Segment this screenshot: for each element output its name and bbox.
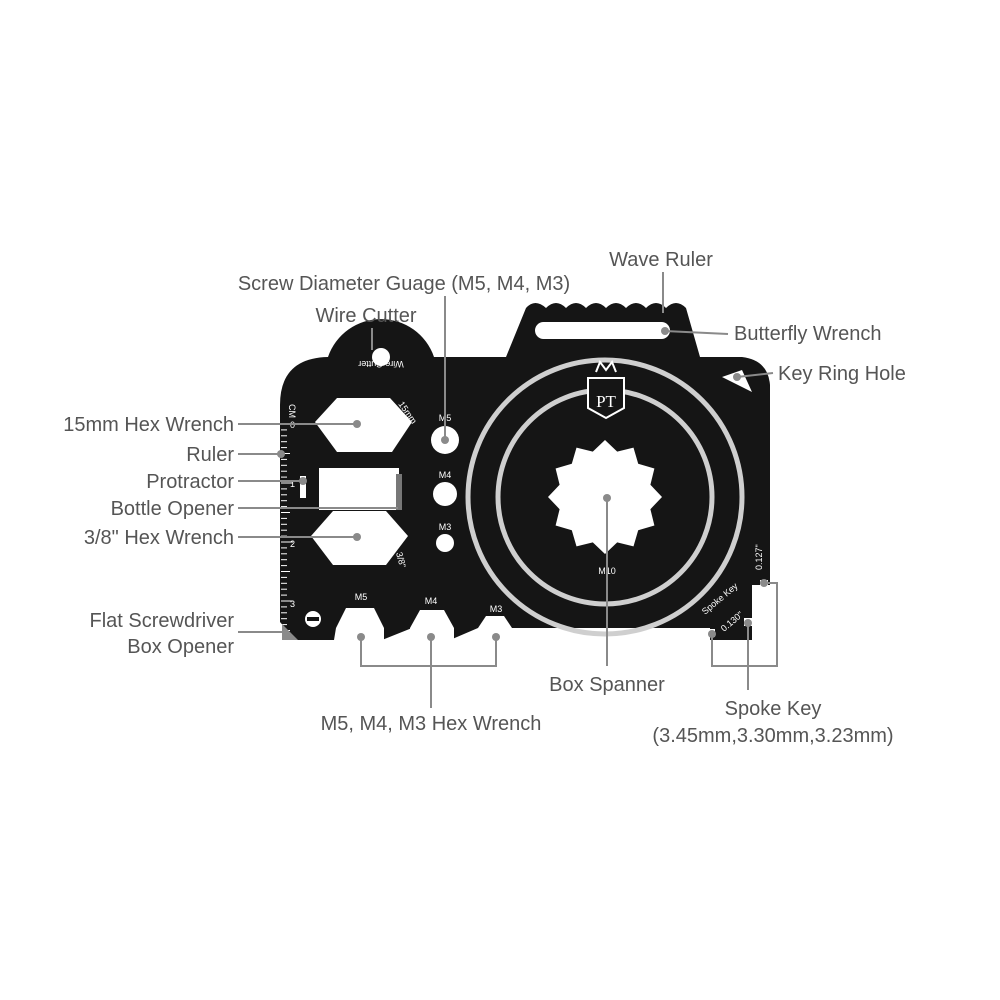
leader-dot-spoke-136: [708, 630, 716, 638]
leader-dot-hex-m4: [427, 633, 435, 641]
leader-dot-hex-15mm: [353, 420, 361, 428]
etched-wire-cutter: Wire Cutter: [358, 359, 404, 369]
etched-bottom-m5: M5: [355, 592, 368, 602]
leader-dot-protractor: [299, 477, 307, 485]
label-spoke-key-sizes: (3.45mm,3.30mm,3.23mm): [652, 725, 893, 747]
protractor-cutout: [300, 476, 306, 498]
leader-spoke-bracket: [711, 582, 778, 667]
label-wave-ruler: Wave Ruler: [609, 249, 713, 271]
etched-ruler-1: 1: [290, 479, 295, 489]
screwdriver-slot: [307, 617, 319, 621]
label-ruler: Ruler: [186, 444, 234, 466]
etched-0-127: 0.127": [754, 544, 764, 570]
label-spoke-key: Spoke Key: [725, 698, 822, 720]
bottle-opener-edge: [396, 474, 402, 510]
label-box-opener: Box Opener: [127, 636, 234, 658]
label-box-spanner: Box Spanner: [549, 674, 665, 696]
label-hex-15mm: 15mm Hex Wrench: [63, 414, 234, 436]
leader-key-ring: [736, 372, 774, 378]
hex-notch-m4: [410, 610, 454, 641]
card-outline: [280, 303, 770, 640]
hex-wrench-15mm-opening: [315, 398, 412, 452]
hex-notch-m3: [478, 616, 512, 641]
etched-cm: CM: [287, 404, 297, 418]
label-flat-screwdriver: Flat Screwdriver: [90, 610, 235, 632]
leader-butterfly: [664, 330, 729, 335]
leader-dot-ruler: [277, 450, 285, 458]
gauge-hole-m4: [433, 482, 457, 506]
etched-3-8: 3/8": [394, 551, 408, 569]
gauge-hole-m3: [436, 534, 454, 552]
label-hex-3-8: 3/8" Hex Wrench: [84, 527, 234, 549]
label-hex-small: M5, M4, M3 Hex Wrench: [321, 713, 542, 735]
leader-dot-spoke-127: [760, 579, 768, 587]
pt-logo-text: PT: [596, 392, 616, 411]
label-butterfly-wrench: Butterfly Wrench: [734, 323, 881, 345]
leader-dot-key-ring: [733, 373, 741, 381]
leader-dot-box-spanner: [603, 494, 611, 502]
label-wire-cutter: Wire Cutter: [315, 305, 416, 327]
leader-dot-screw-gauge: [441, 436, 449, 444]
etched-0-136: 0.136": [664, 628, 690, 638]
outer-ring: [465, 357, 745, 637]
butterfly-wrench-slot: [535, 322, 670, 339]
small-hex-wrench-notches: [336, 608, 512, 641]
wire-cutter-notch: [372, 348, 390, 366]
pt-logo: PT: [587, 359, 625, 420]
leader-hex-bracket: [360, 637, 497, 667]
label-protractor: Protractor: [146, 471, 234, 493]
bottle-opener-opening: [319, 468, 399, 510]
etched-gauge-m4: M4: [439, 470, 452, 480]
label-key-ring-hole: Key Ring Hole: [778, 363, 906, 385]
leader-dot-butterfly: [661, 327, 669, 335]
etched-ruler-2: 2: [290, 539, 295, 549]
etched-bottom-m4: M4: [425, 596, 438, 606]
leader-dot-spoke-130: [744, 619, 752, 627]
etched-gauge-m3: M3: [439, 522, 452, 532]
leader-lines: [238, 272, 778, 708]
label-bottle-opener: Bottle Opener: [111, 498, 235, 520]
tool-body: PT: [280, 303, 770, 640]
hex-notch-m5: [336, 608, 384, 641]
leader-dot-hex-m5: [357, 633, 365, 641]
etched-ruler-3: 3: [290, 599, 295, 609]
leader-dot-hex-3-8: [353, 533, 361, 541]
flat-screwdriver-edge: [282, 624, 298, 640]
etched-bottom-m3: M3: [490, 604, 503, 614]
label-screw-gauge: Screw Diameter Guage (M5, M4, M3): [238, 273, 570, 295]
callout-labels: Wave Ruler Screw Diameter Guage (M5, M4,…: [63, 249, 906, 747]
leader-dot-hex-m3: [492, 633, 500, 641]
